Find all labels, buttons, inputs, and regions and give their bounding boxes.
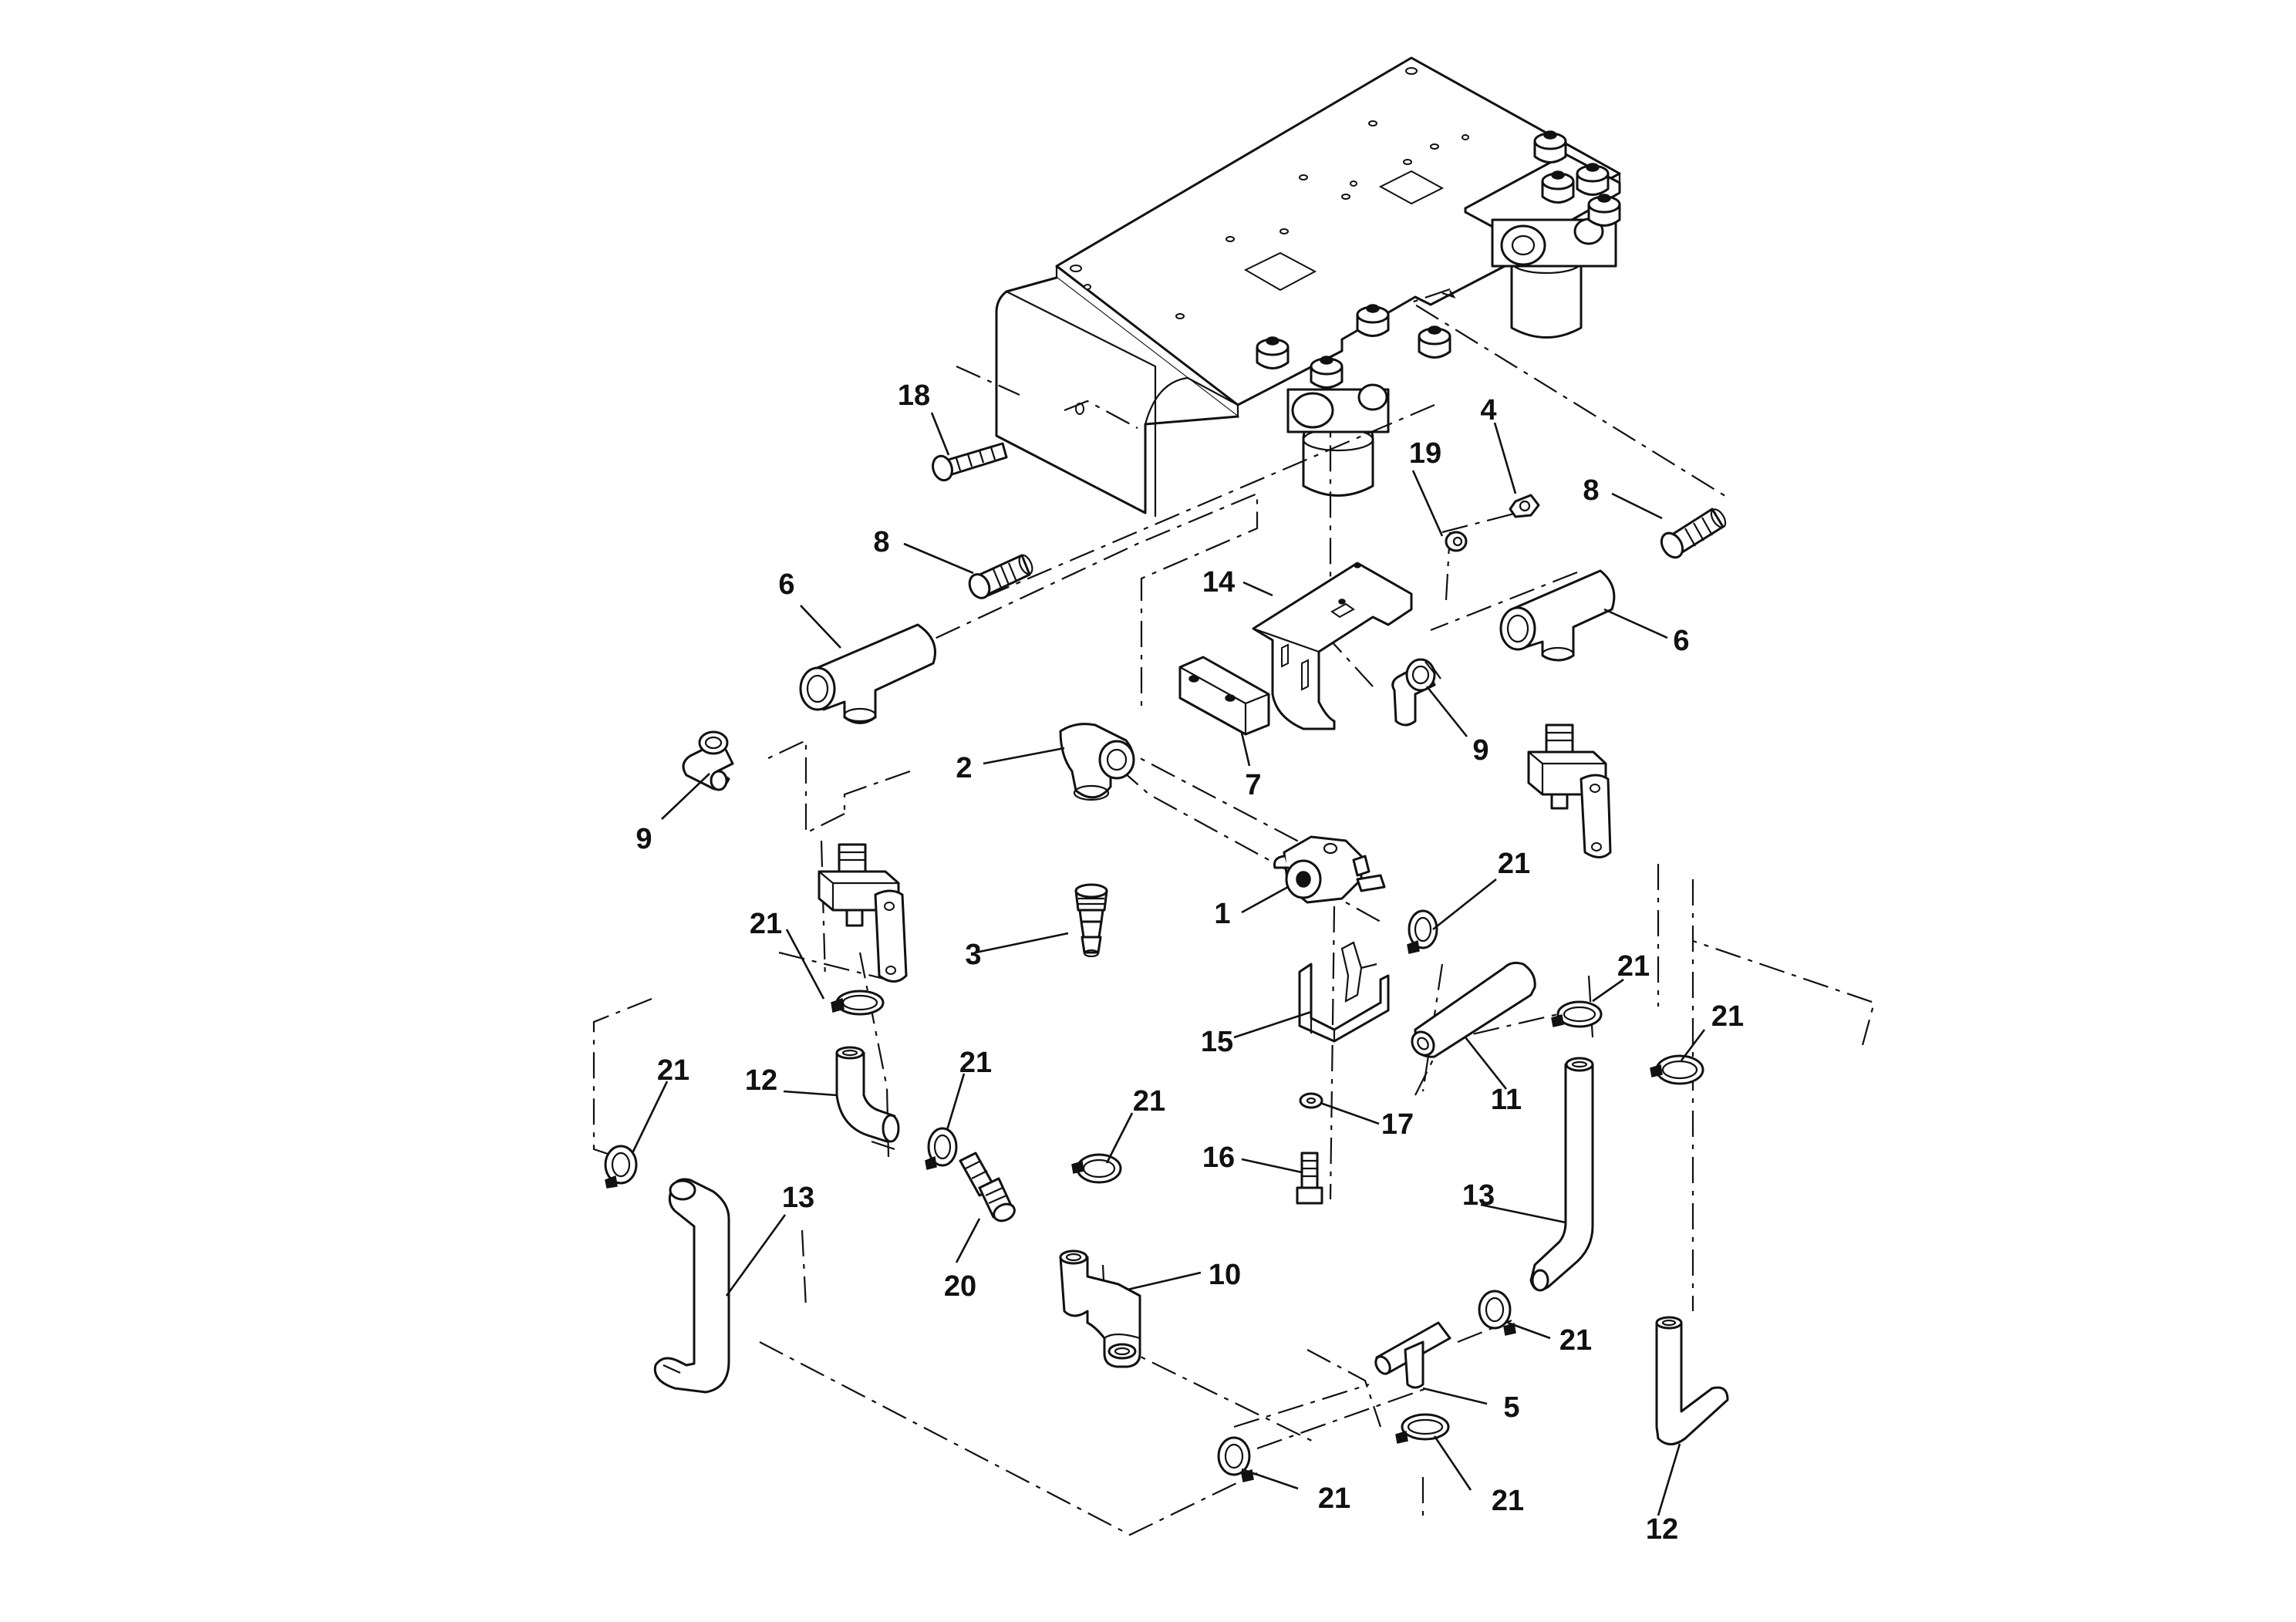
callout-12-right: 12 — [1646, 1513, 1678, 1546]
part-12-hose-left — [835, 1046, 900, 1143]
part-17-washer — [1299, 1092, 1323, 1109]
part-4-nut — [1509, 494, 1540, 518]
part-14-bracket — [1252, 561, 1413, 730]
callout-11: 11 — [1491, 1084, 1522, 1116]
callout-3: 3 — [965, 939, 981, 971]
callout-17: 17 — [1381, 1108, 1414, 1141]
callout-21-c: 21 — [657, 1054, 689, 1087]
callout-15: 15 — [1201, 1026, 1233, 1058]
callout-labels: 1 2 3 4 5 6 6 7 8 8 9 9 10 11 12 12 13 1… — [636, 379, 1744, 1546]
callout-1: 1 — [1214, 898, 1230, 930]
clamp-e — [1407, 909, 1438, 954]
callout-21-g: 21 — [1711, 1000, 1744, 1033]
part-8-nipple-left — [968, 554, 1033, 599]
bolt-group-right — [1533, 130, 1621, 227]
callout-16: 16 — [1202, 1141, 1235, 1174]
callout-13-right: 13 — [1462, 1179, 1495, 1212]
callout-13-left: 13 — [782, 1182, 814, 1214]
drain-valve-right — [1527, 723, 1612, 858]
part-10-tee-hose — [1059, 1249, 1141, 1368]
callout-9-right: 9 — [1472, 734, 1489, 767]
clamp-j — [1217, 1436, 1254, 1482]
part-8-nipple-right — [1660, 508, 1727, 559]
part-9-elbow-right — [1391, 658, 1441, 727]
bolt-group-left — [1256, 304, 1451, 389]
part-6-tee-right — [1499, 569, 1616, 662]
callout-2: 2 — [956, 752, 972, 784]
callout-5: 5 — [1503, 1391, 1519, 1424]
part-2-elbow — [1059, 723, 1135, 801]
callout-6-left: 6 — [778, 568, 794, 601]
callout-21-e: 21 — [1498, 848, 1530, 880]
leader-lines — [631, 412, 1706, 1516]
callout-21-a: 21 — [750, 908, 782, 940]
callout-21-h: 21 — [1559, 1324, 1592, 1357]
clamp-b — [925, 1127, 958, 1170]
part-3-barb-fitting — [1074, 883, 1108, 958]
clamp-c — [604, 1145, 638, 1189]
clamp-d — [1071, 1153, 1122, 1184]
callout-4: 4 — [1480, 394, 1496, 427]
callout-8-left: 8 — [873, 526, 889, 558]
part-7-block — [1178, 656, 1270, 736]
callout-6-right: 6 — [1673, 625, 1689, 657]
part-6-tee-left — [799, 623, 936, 724]
callout-18: 18 — [898, 379, 930, 412]
part-12-hose-right — [1655, 1316, 1729, 1445]
callout-14: 14 — [1202, 566, 1235, 599]
assembly-center-lines — [592, 288, 1876, 1536]
clamp-f — [1551, 1000, 1603, 1028]
part-20-barb-fitting — [959, 1152, 1016, 1222]
clamp-g — [1650, 1054, 1704, 1085]
part-13-hose-right — [1529, 1057, 1594, 1292]
part-11-hose — [1411, 961, 1536, 1058]
part-9-elbow-left — [682, 730, 734, 791]
part-1-valve — [1273, 835, 1386, 904]
clamp-i — [1395, 1413, 1450, 1444]
callout-21-j: 21 — [1318, 1482, 1350, 1515]
callout-8-right: 8 — [1583, 474, 1599, 507]
part-5-tee-connector — [1374, 1321, 1451, 1389]
clamp-a — [831, 990, 885, 1016]
callout-7: 7 — [1245, 769, 1261, 801]
part-13-hose-left — [653, 1178, 730, 1394]
part-21-clamps — [604, 909, 1704, 1482]
callout-20: 20 — [944, 1270, 976, 1303]
callout-9-left: 9 — [636, 823, 652, 855]
mounting-plate-assembly — [995, 56, 1621, 517]
clamp-h — [1478, 1290, 1516, 1336]
callout-21-i: 21 — [1492, 1485, 1524, 1517]
callout-19: 19 — [1409, 437, 1441, 470]
drain-valve-left — [818, 843, 908, 983]
callout-21-d: 21 — [1133, 1085, 1165, 1118]
part-16-screw — [1296, 1152, 1323, 1205]
callout-21-f: 21 — [1617, 950, 1650, 983]
callout-10: 10 — [1209, 1259, 1241, 1291]
callout-12-left: 12 — [745, 1064, 777, 1097]
part-18-bolt — [932, 442, 1008, 482]
part-19-washer — [1445, 531, 1468, 552]
callout-21-b: 21 — [959, 1047, 992, 1079]
part-15-clip — [1298, 941, 1390, 1043]
